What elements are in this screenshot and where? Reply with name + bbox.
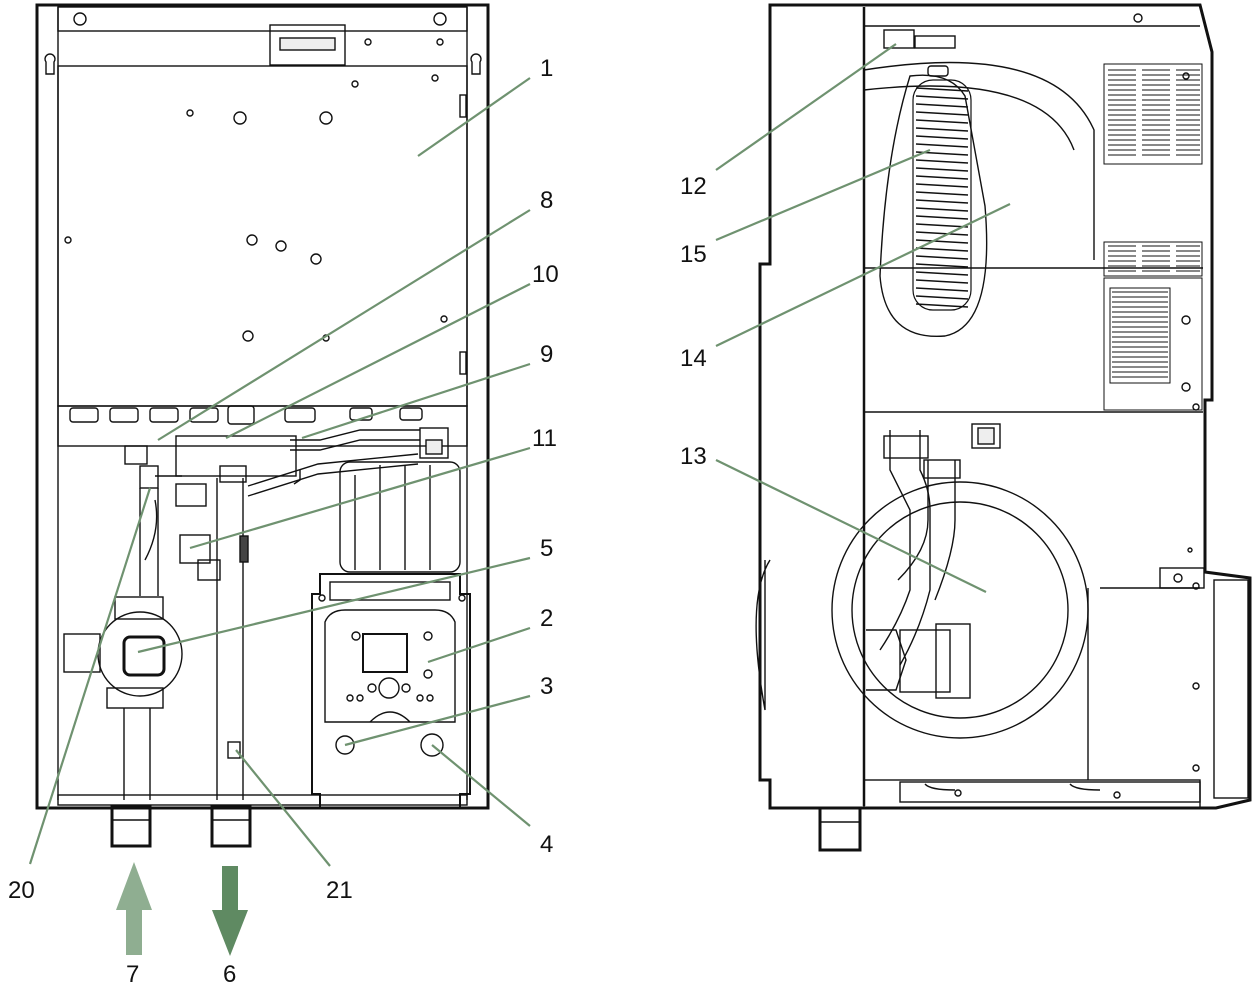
- detail-line: [915, 207, 969, 212]
- side-bottom-fitting: [818, 806, 862, 852]
- leader-1: [417, 77, 531, 157]
- leader-13: [715, 459, 987, 593]
- storage-tank-outer: [831, 481, 1089, 739]
- leader-5: [137, 556, 531, 654]
- top-mounting-strip: [57, 6, 468, 32]
- top-connector-block: [883, 29, 915, 49]
- detail-line: [915, 255, 969, 260]
- leader-3: [344, 694, 531, 747]
- callout-7: 7: [126, 961, 139, 987]
- detail-line: [915, 167, 969, 172]
- detail-line: [915, 223, 969, 228]
- detail-line: [915, 103, 969, 108]
- leader-4: [431, 744, 531, 827]
- control-panel: [324, 609, 456, 723]
- leader-21: [235, 749, 331, 867]
- circulation-pump-housing: [97, 611, 183, 697]
- callout-20: 20: [8, 877, 35, 904]
- detail-line: [915, 199, 969, 204]
- display-screen: [362, 633, 408, 673]
- leader-11: [189, 446, 531, 550]
- leader-20: [28, 487, 152, 865]
- side-housing: [758, 3, 1252, 810]
- inlet-fitting: [110, 804, 152, 848]
- sensor-21: [227, 741, 241, 759]
- detail-line: [915, 239, 969, 244]
- detail-line: [915, 95, 969, 100]
- leader-15: [715, 148, 931, 242]
- detail-line: [915, 263, 969, 268]
- cable-gland-rail: [57, 405, 468, 447]
- callout-4: 4: [540, 831, 553, 858]
- callout-13: 13: [680, 443, 707, 470]
- detail-line: [915, 87, 969, 92]
- callout-3: 3: [540, 673, 553, 700]
- leader-14: [715, 203, 1011, 347]
- outlet-fitting: [210, 804, 252, 848]
- leader-10: [225, 283, 531, 439]
- storage-tank-inner: [851, 501, 1069, 719]
- control-knob: [378, 677, 400, 699]
- control-module-frame: [311, 573, 471, 809]
- detail-line: [915, 159, 969, 164]
- detail-line: [915, 295, 969, 300]
- callout-12: 12: [680, 173, 707, 200]
- main-switch: [335, 735, 355, 755]
- detail-line: [915, 111, 969, 116]
- callout-11: 11: [532, 425, 557, 452]
- callout-2: 2: [540, 605, 553, 632]
- detail-line: [915, 183, 969, 188]
- leader-2: [427, 626, 531, 664]
- inlet-arrow: [116, 862, 152, 955]
- manifold-block: [175, 435, 297, 477]
- callout-9: 9: [540, 341, 553, 368]
- circulation-pump-body: [63, 633, 101, 673]
- ventilation-louvres-top: [1103, 63, 1203, 165]
- leader-8: [157, 209, 531, 441]
- callout-15: 15: [680, 241, 707, 268]
- leader-9: [301, 362, 531, 440]
- detail-line: [915, 143, 969, 148]
- detail-line: [915, 247, 969, 252]
- detail-line: [915, 191, 969, 196]
- tank-flange: [899, 629, 951, 693]
- front-housing: [35, 3, 490, 810]
- callout-6: 6: [223, 961, 236, 987]
- callouts: 1 8 10 9 11 5 2 3 4 20 21 7 6 12 15 14 1…: [8, 55, 707, 987]
- electrical-cabinet: [57, 65, 468, 407]
- front-view: [35, 3, 490, 848]
- ventilation-louvres-mid: [1103, 241, 1203, 277]
- thermometer: [420, 733, 444, 757]
- callout-10: 10: [532, 261, 559, 288]
- callout-21: 21: [326, 877, 353, 904]
- callout-1: 1: [540, 55, 553, 82]
- detail-line: [915, 119, 969, 124]
- detail-line: [915, 231, 969, 236]
- leader-lines: [28, 43, 1011, 867]
- heating-element-cover: [879, 74, 988, 338]
- flow-arrows: [116, 862, 248, 956]
- detail-line: [915, 175, 969, 180]
- detail-line: [915, 127, 969, 132]
- detail-line: [915, 215, 969, 220]
- detail-line: [915, 135, 969, 140]
- heating-coil: [912, 79, 972, 311]
- detail-line: [915, 279, 969, 284]
- expansion-vessel: [339, 461, 461, 573]
- outlet-arrow: [212, 866, 248, 956]
- detail-line: [915, 303, 969, 308]
- side-view: [755, 3, 1252, 852]
- fill-valve: [179, 534, 211, 564]
- detail-line: [915, 287, 969, 292]
- callout-14: 14: [680, 345, 707, 372]
- callout-8: 8: [540, 187, 553, 214]
- ventilation-louvres-bottom: [1103, 277, 1203, 411]
- detail-line: [915, 271, 969, 276]
- leader-12: [715, 43, 897, 171]
- callout-5: 5: [540, 535, 553, 562]
